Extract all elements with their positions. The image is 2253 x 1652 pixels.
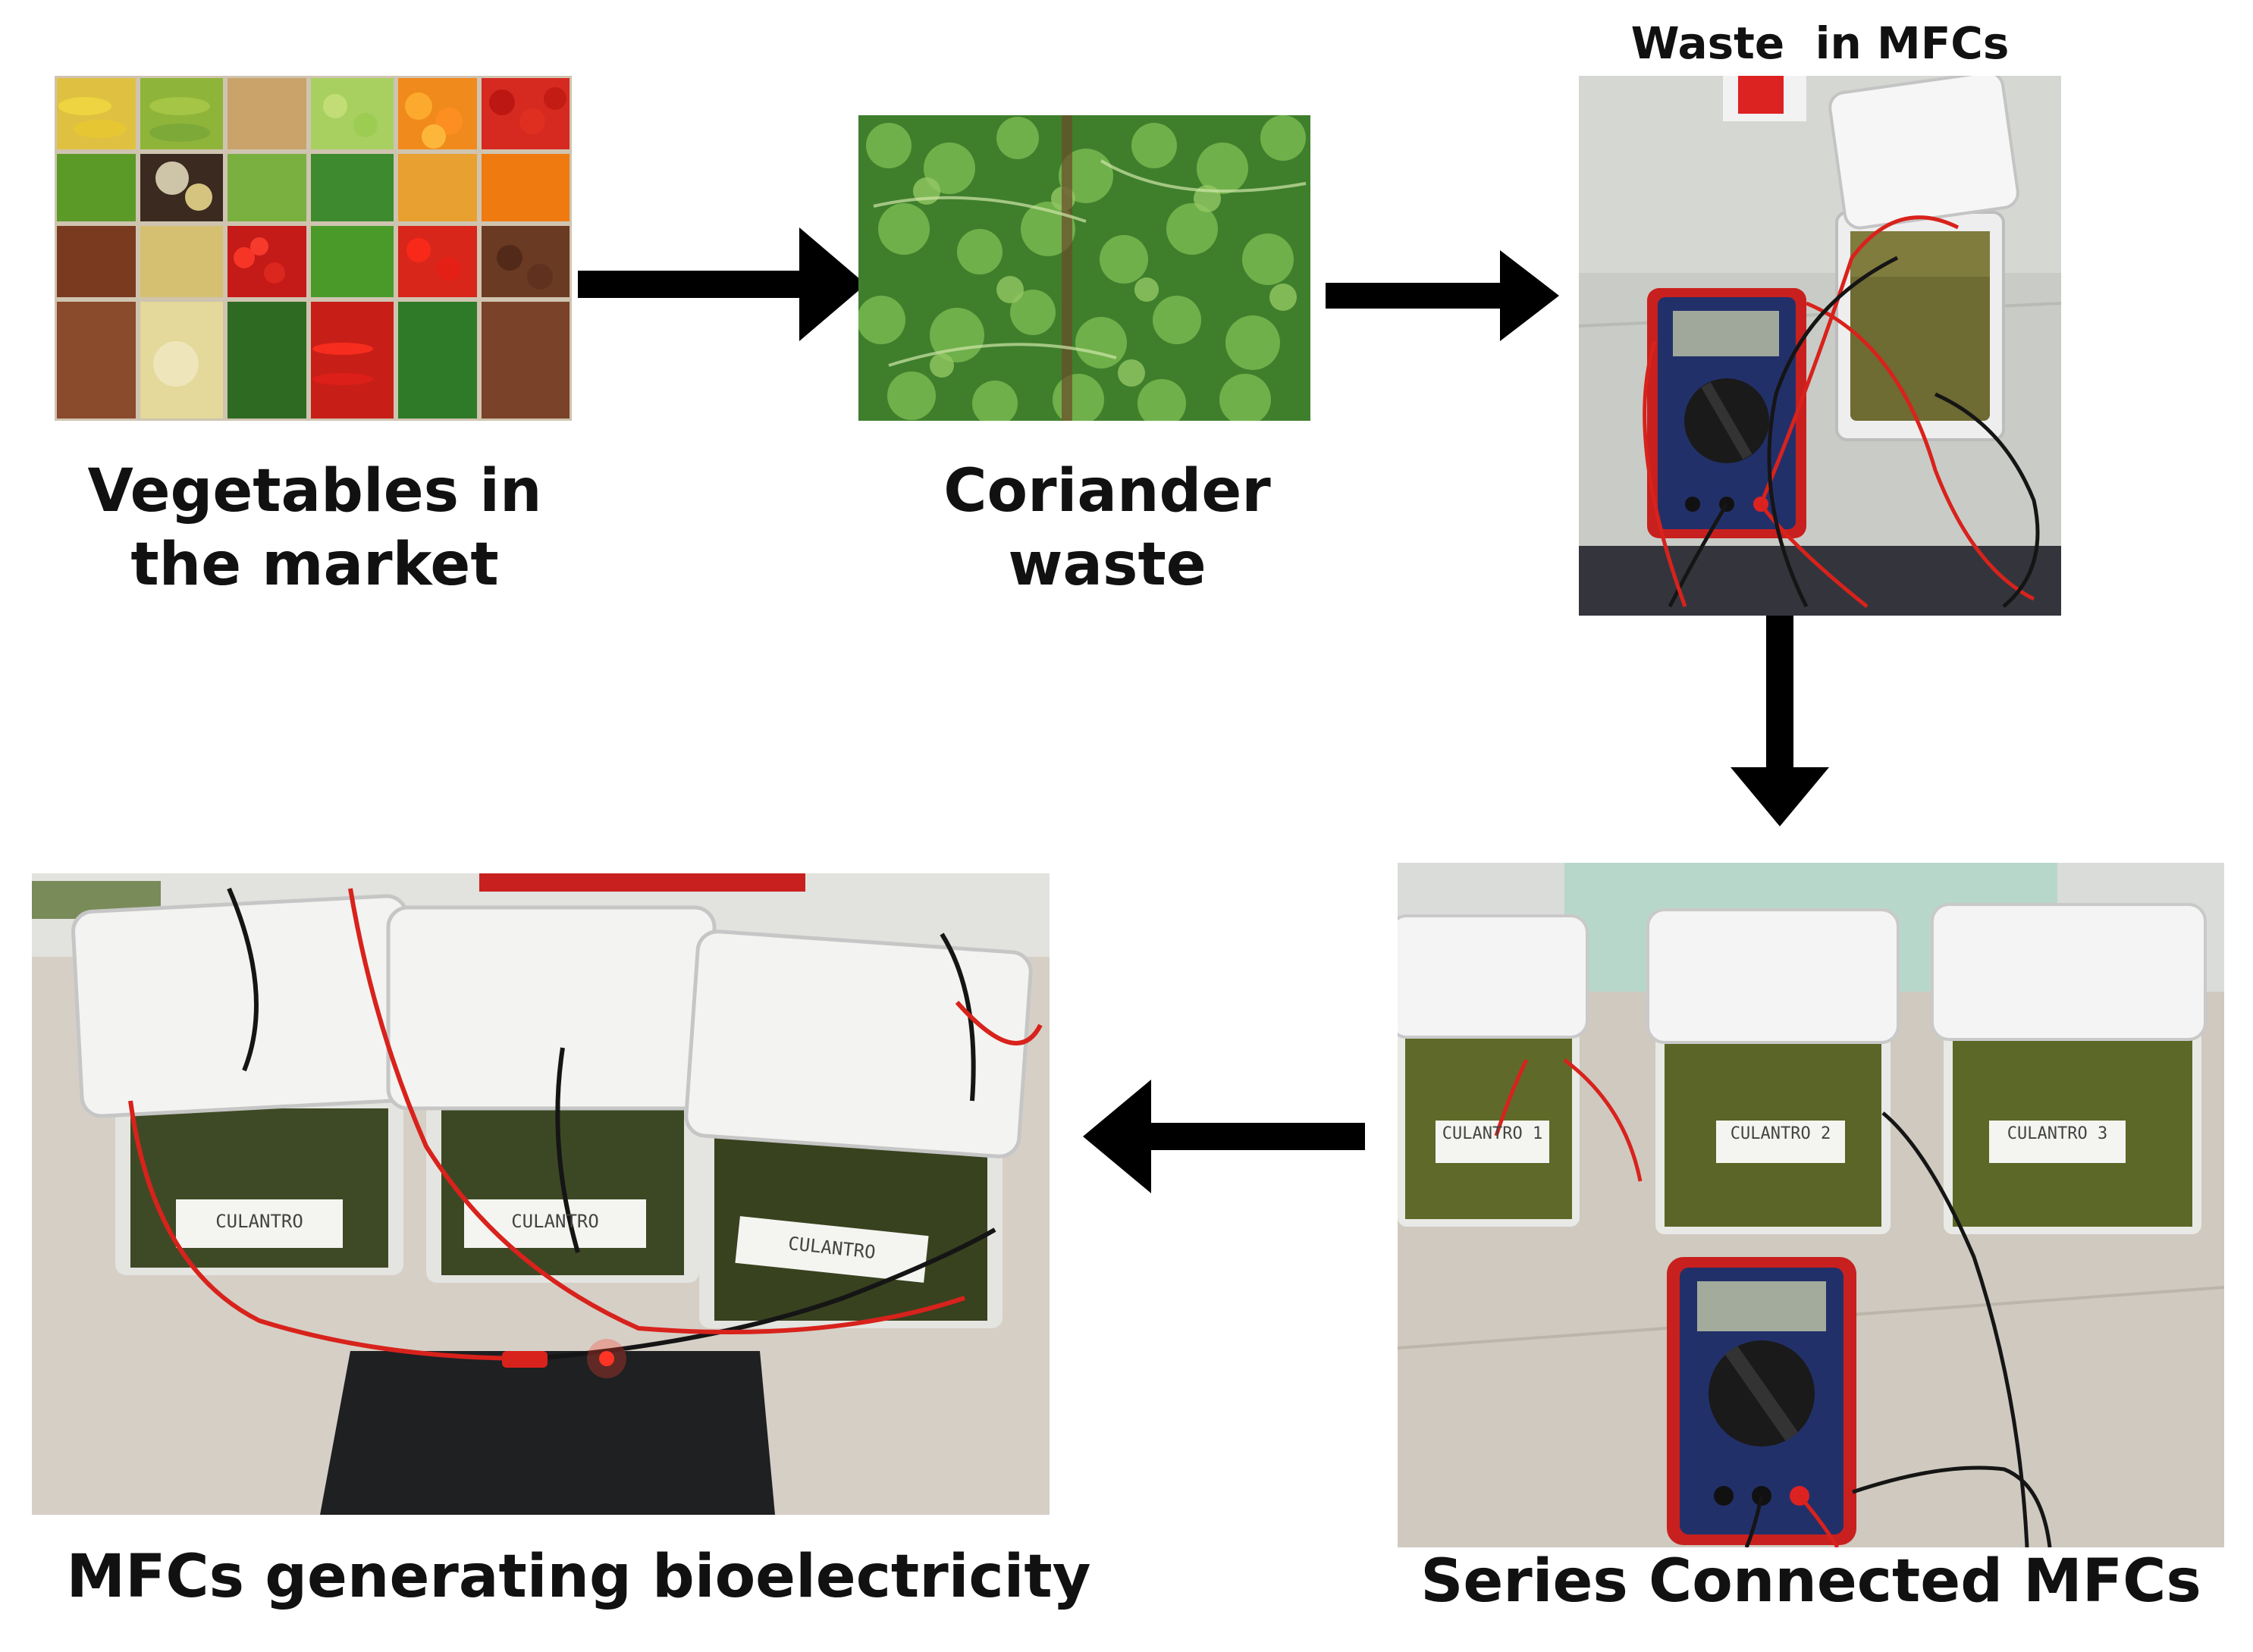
generating-label: MFCs generating bioelectricity [66, 1543, 1091, 1611]
coriander-waste-photo [858, 115, 1310, 421]
jar-tag: CULANTRO 2 [1730, 1124, 1831, 1143]
arrow-right-icon [578, 227, 866, 341]
coriander-label-line1: Coriander [943, 457, 1271, 525]
jar-tag: CULANTRO 3 [2007, 1124, 2108, 1143]
waste-mfc-photo [1579, 76, 2061, 616]
market-vegetables-photo [55, 76, 572, 421]
arrow-right-icon [1326, 250, 1559, 341]
generating-mfc-photo: CULANTRO CULANTRO CULANTRO [32, 873, 1050, 1515]
market-label-line1: Vegetables in [87, 457, 542, 525]
jar-tag: CULANTRO [511, 1211, 599, 1232]
series-label: Series Connected MFCs [1420, 1547, 2201, 1616]
arrow-left-icon [1083, 1080, 1365, 1193]
market-label-line2: the market [130, 530, 499, 599]
market-label: Vegetables in the market [61, 455, 569, 601]
waste-mfc-title: Waste in MFCs [1630, 17, 2010, 69]
jar-tag: CULANTRO [215, 1211, 303, 1232]
coriander-label-line2: waste [1008, 530, 1207, 599]
arrow-down-icon [1731, 616, 1829, 826]
jar-tag: CULANTRO 1 [1442, 1124, 1543, 1143]
series-mfc-photo: CULANTRO 1 CULANTRO 2 CULANTRO 3 [1398, 863, 2224, 1547]
coriander-label: Coriander waste [849, 455, 1365, 601]
